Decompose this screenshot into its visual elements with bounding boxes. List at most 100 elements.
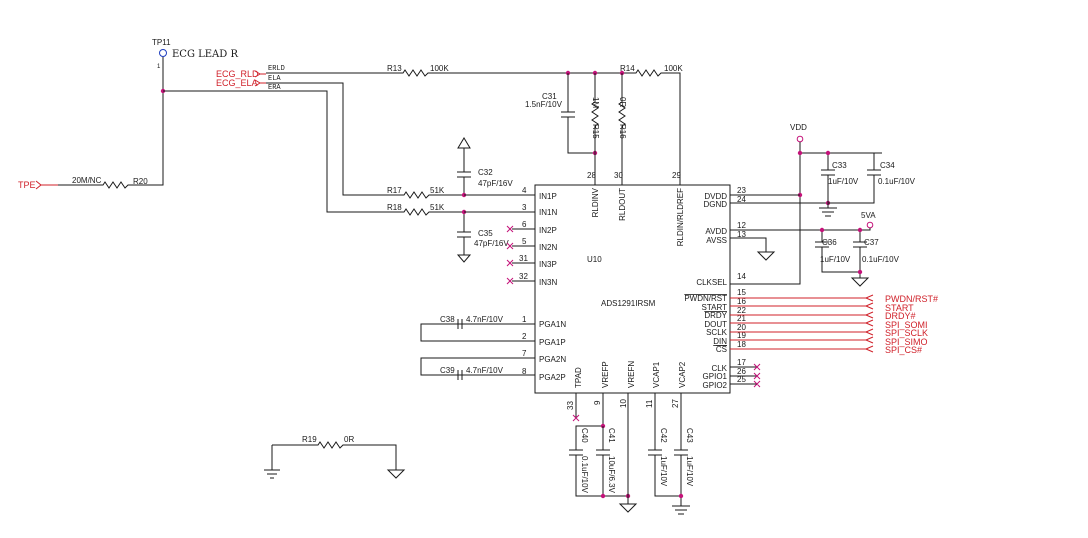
resistor-r16[interactable]: 0R R16 [618, 73, 627, 185]
pin-num: 32 [519, 272, 528, 281]
pin-num: 11 [645, 399, 654, 408]
pin-num: 18 [737, 340, 746, 349]
net-ecg-ela[interactable]: ECG_ELA ELA R17 51K [216, 75, 535, 199]
r13-ref: R13 [387, 64, 402, 73]
c38-value: 4.7nF/10V [466, 315, 504, 324]
capacitor-c35[interactable]: C35 47pF/16V [456, 212, 509, 263]
pin-name: IN1N [539, 208, 557, 217]
pin-num: 29 [672, 171, 681, 180]
capacitor-c38[interactable]: C38 4.7nF/10V [420, 315, 535, 342]
5va-label: 5VA [861, 211, 876, 220]
pin-num: 17 [737, 358, 746, 367]
net-ecg-rld[interactable]: ECG_RLD ERLD R13 100K R14 100K [216, 64, 683, 185]
capacitor-c41[interactable]: C41 10uF/6.3V [596, 426, 616, 496]
junction [678, 493, 684, 499]
capacitor-c31[interactable]: C31 1.5nF/10V [525, 73, 595, 154]
pin-num: 8 [522, 367, 527, 376]
c31-ref: C31 [542, 92, 557, 101]
pin-name: GPIO2 [703, 381, 728, 390]
resistor-r20[interactable]: TPE 20M/NC R20 [18, 176, 148, 190]
pin-name: TPAD [574, 367, 583, 388]
capacitor-c32[interactable]: C32 47pF/16V [457, 137, 513, 195]
wire-label-ela: ELA [268, 75, 281, 83]
pin-name: DGND [703, 200, 727, 209]
pin-num: 20 [737, 323, 746, 332]
capacitor-c42[interactable]: C42 1uF/10V [648, 393, 681, 497]
r19-ref: R19 [302, 435, 317, 444]
net-spi-cs: SPI_CS# [885, 345, 922, 355]
pin-num: 6 [522, 220, 527, 229]
r15-value: 1M [591, 97, 600, 108]
ic-left-pins: 4 IN1P 3 IN1N 6 IN2P 5 IN2N 31 IN3P 32 I… [512, 186, 566, 382]
net-label-ela: ECG_ELA [216, 78, 258, 88]
c41-ref: C41 [607, 428, 616, 443]
pin-name: AVDD [705, 227, 727, 236]
vdd-label: VDD [790, 123, 807, 132]
resistor-r15[interactable]: 1M R15 [591, 73, 600, 185]
testpoint-tp11[interactable]: TP11 ECG LEAD R 1 [132, 38, 238, 186]
pin-num: 22 [737, 306, 746, 315]
pin-num: 1 [522, 315, 527, 324]
net-spi-sclk: SPI_SCLK [885, 328, 928, 338]
pin-num: 27 [671, 399, 680, 408]
ic-bottom-pins: TPAD VREFP VREFN VCAP1 VCAP2 33 9 10 11 … [566, 361, 687, 422]
pin-name: GPIO1 [703, 372, 728, 381]
r17-ref: R17 [387, 186, 402, 195]
junction [819, 227, 825, 233]
pin-name: IN1P [539, 192, 557, 201]
pin-num: 24 [737, 195, 746, 204]
pin-name: DRDY [704, 311, 727, 320]
pin-name: RLDOUT [618, 188, 627, 221]
pin-num: 23 [737, 186, 746, 195]
pin-num: 3 [522, 203, 527, 212]
ic-part: ADS1291IRSM [601, 299, 656, 308]
ground-symbol [672, 505, 690, 515]
ic-ref: U10 [587, 255, 602, 264]
net-label-rld: ECG_RLD [216, 69, 259, 79]
ic-top-pins: 28 RLDINV 30 RLDOUT 29 RLDIN/RLDREF [587, 171, 685, 246]
pin-num: 31 [519, 254, 528, 263]
r16-ref: R16 [618, 124, 627, 139]
c39-value: 4.7nF/10V [466, 366, 504, 375]
pin-name: VREFN [627, 361, 636, 388]
c32-value: 47pF/16V [478, 179, 513, 188]
c35-ref: C35 [478, 229, 493, 238]
junction [857, 227, 863, 233]
pin-num: 4 [522, 186, 527, 195]
ground-symbol [819, 207, 837, 217]
power-5va[interactable]: 5VA [730, 211, 876, 261]
capacitor-c34[interactable]: C34 0.1uF/10V [828, 161, 916, 204]
r19-value: 0R [344, 435, 354, 444]
net-drdy: DRDY# [885, 311, 916, 321]
pin-num: 9 [593, 400, 602, 405]
pin-name: VCAP2 [678, 361, 687, 388]
net-spi-simo: SPI_SIMO [885, 337, 928, 347]
c40-value: 0.1uF/10V [580, 456, 589, 494]
junction [825, 150, 831, 156]
capacitor-c43[interactable]: C43 1uF/10V [674, 393, 694, 506]
pin-name: PGA2P [539, 373, 566, 382]
c42-value: 1uF/10V [659, 456, 668, 487]
net-era[interactable]: ERA R18 51K [163, 84, 535, 216]
testpoint-circle [159, 49, 167, 57]
pin-name: SCLK [706, 328, 728, 337]
r18-ref: R18 [387, 203, 402, 212]
resistor-r19[interactable]: R19 0R [264, 435, 406, 479]
capacitor-c36[interactable]: C36 1uF/10V [815, 238, 860, 273]
capacitor-c39[interactable]: C39 4.7nF/10V [420, 357, 535, 380]
c36-value: 1uF/10V [820, 255, 851, 264]
net-tpe: TPE [18, 180, 36, 190]
pin-num: 5 [522, 237, 527, 246]
5va-port [866, 221, 874, 229]
testpoint-ref: TP11 [152, 38, 171, 47]
capacitor-c33[interactable]: C33 1uF/10V [821, 161, 859, 208]
output-nets[interactable]: PWDN/RST# START DRDY# SPI_SOMI SPI_SCLK … [730, 294, 938, 355]
pin-name: VREFP [601, 361, 610, 388]
capacitor-c40[interactable]: C40 0.1uF/10V [569, 393, 628, 497]
c40-ref: C40 [580, 428, 589, 443]
pin-name: PGA1N [539, 320, 566, 329]
c41-value: 10uF/6.3V [607, 456, 616, 494]
pin-num: 28 [587, 171, 596, 180]
pin-name: DVDD [704, 192, 727, 201]
testpoint-pin: 1 [157, 64, 161, 70]
